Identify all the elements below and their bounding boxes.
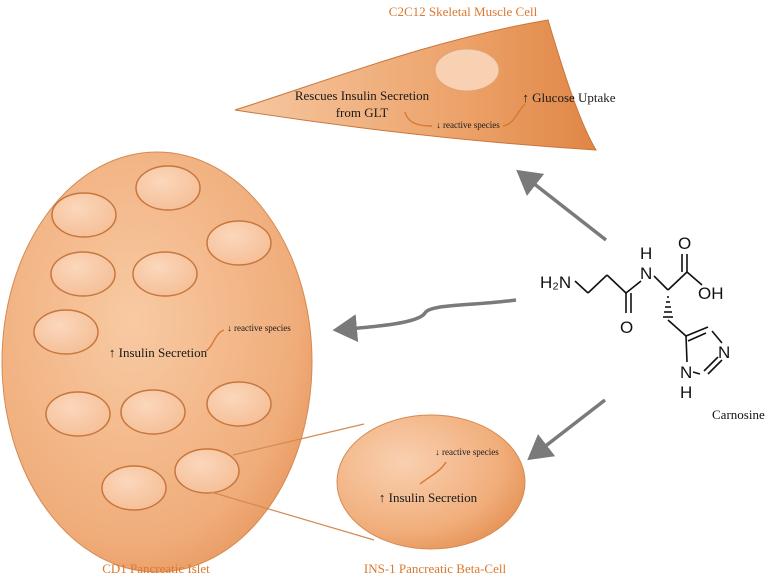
arrow-to-beta-cell bbox=[527, 398, 607, 461]
atom-h2n: H₂N bbox=[540, 273, 571, 292]
atom-amide-n: N bbox=[640, 264, 652, 283]
atom-carbonyl-o: O bbox=[620, 318, 633, 337]
arrows bbox=[332, 169, 608, 461]
islet-cell bbox=[101, 465, 167, 511]
islet-cell bbox=[206, 220, 272, 266]
atom-amide-h: H bbox=[640, 244, 652, 263]
islet-cell bbox=[51, 192, 117, 238]
atom-acid-o: O bbox=[678, 234, 691, 253]
muscle-nucleus bbox=[434, 48, 500, 92]
zoom-line-upper bbox=[232, 423, 365, 456]
beta-reactive-label: ↓ reactive species bbox=[435, 447, 499, 457]
muscle-squiggle-right bbox=[502, 103, 526, 127]
muscle-squiggle-left bbox=[404, 111, 433, 127]
islet-cell bbox=[33, 309, 99, 355]
islet-cell bbox=[120, 389, 186, 435]
beta-squiggle bbox=[419, 461, 447, 485]
islet-cell bbox=[206, 381, 272, 427]
islet-cell-highlighted bbox=[174, 448, 240, 494]
pancreatic-islet: ↑ Insulin Secretion ↓ reactive species C… bbox=[1, 151, 313, 576]
beta-cell-body bbox=[336, 414, 526, 550]
arrow-to-islet bbox=[332, 298, 517, 343]
atom-ring-nh-n: N bbox=[680, 363, 692, 382]
atom-ring-n: N bbox=[718, 343, 730, 362]
muscle-cell: C2C12 Skeletal Muscle Cell Rescues Insul… bbox=[234, 4, 616, 151]
rescue-label-line2: from GLT bbox=[336, 105, 389, 120]
islet-cell bbox=[132, 251, 198, 297]
atom-ring-nh-h: H bbox=[680, 383, 692, 402]
islet-caption: CD1 Pancreatic Islet bbox=[102, 561, 210, 576]
islet-reactive-label: ↓ reactive species bbox=[227, 323, 291, 333]
islet-insulin-label: ↑ Insulin Secretion bbox=[109, 345, 208, 360]
glucose-uptake-label: ↑ Glucose Uptake bbox=[522, 90, 615, 105]
beta-insulin-label: ↑ Insulin Secretion bbox=[379, 490, 478, 505]
muscle-cell-caption: C2C12 Skeletal Muscle Cell bbox=[389, 4, 538, 19]
arrow-to-muscle bbox=[516, 169, 608, 242]
muscle-reactive-label: ↓ reactive species bbox=[436, 120, 500, 130]
beta-cell: ↓ reactive species ↑ Insulin Secretion I… bbox=[336, 414, 526, 576]
beta-cell-caption: INS-1 Pancreatic Beta-Cell bbox=[364, 561, 507, 576]
islet-squiggle bbox=[205, 329, 225, 352]
carnosine-structure: H₂N O N H O OH N N H Car bbox=[540, 234, 765, 422]
atom-acid-oh: OH bbox=[698, 284, 724, 303]
islet-cell bbox=[45, 391, 111, 437]
zoom-line-lower bbox=[210, 491, 375, 541]
islet-cell bbox=[50, 251, 116, 297]
rescue-label-line1: Rescues Insulin Secretion bbox=[295, 88, 430, 103]
muscle-cell-body bbox=[234, 19, 597, 151]
islet-cell bbox=[135, 165, 201, 211]
molecule-name: Carnosine bbox=[712, 407, 765, 422]
islet-body bbox=[1, 151, 313, 573]
